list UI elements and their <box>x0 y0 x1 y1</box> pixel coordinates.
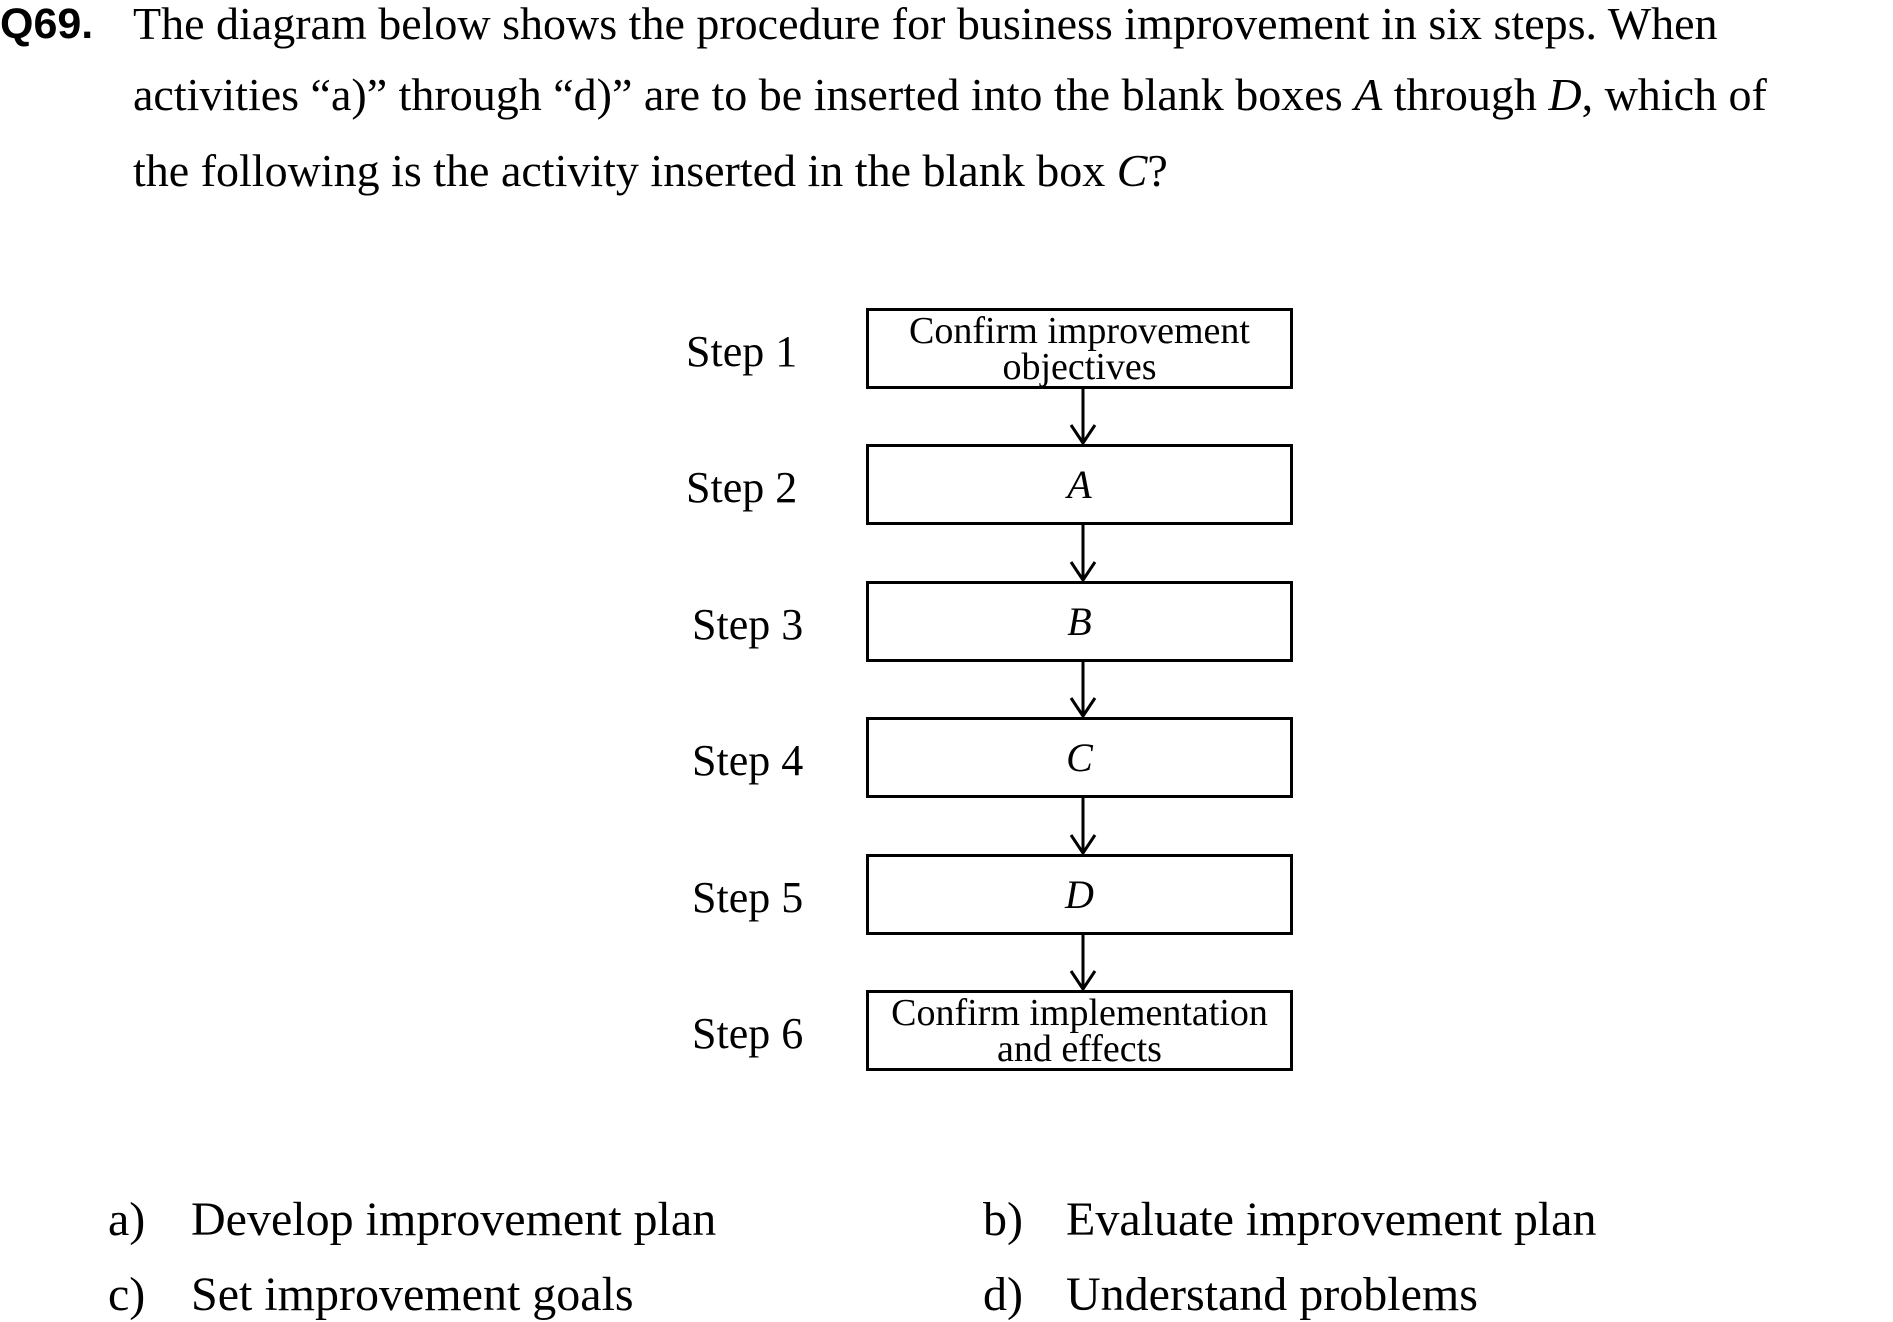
step-label-3: Step 3 <box>692 600 804 649</box>
step-label-4: Step 4 <box>692 736 804 785</box>
variable-c: C <box>1116 145 1148 196</box>
question-text-line-1: The diagram below shows the procedure fo… <box>133 0 1718 50</box>
step-6-box: Confirm implementation and effects <box>866 990 1293 1071</box>
variable-d: D <box>1548 69 1582 120</box>
question-text: the following is the activity inserted i… <box>133 145 1117 196</box>
question-text: , which of <box>1581 69 1767 120</box>
choice-d-letter: d) <box>983 1268 1023 1321</box>
step-label-5: Step 5 <box>692 873 804 922</box>
blank-box-d: D <box>866 854 1293 935</box>
choice-b-text: Evaluate improvement plan <box>1066 1193 1597 1246</box>
blank-box-b: B <box>866 581 1293 662</box>
step-6-box-text: and effects <box>997 1027 1162 1070</box>
blank-box-a: A <box>866 444 1293 525</box>
arrow-down-icon <box>1069 935 1097 992</box>
choice-d-text: Understand problems <box>1066 1268 1478 1321</box>
blank-box-b-label: B <box>1067 598 1092 644</box>
question-text: activities “a)” through “d)” are to be i… <box>133 69 1355 120</box>
question-text: ? <box>1147 145 1168 196</box>
choice-a-letter: a) <box>108 1193 146 1246</box>
step-label-6: Step 6 <box>692 1009 804 1058</box>
choice-a-text: Develop improvement plan <box>191 1193 717 1246</box>
question-text: through <box>1382 69 1549 120</box>
blank-box-a-label: A <box>1067 461 1092 507</box>
step-label-2: Step 2 <box>686 463 798 512</box>
blank-box-c: C <box>866 717 1293 798</box>
arrow-down-icon <box>1069 662 1097 719</box>
blank-box-d-label: D <box>1065 871 1094 917</box>
variable-a: A <box>1354 69 1383 120</box>
question-text-line-2: activities “a)” through “d)” are to be i… <box>133 69 1767 121</box>
step-1-box-text: Confirm improvement <box>909 309 1250 352</box>
step-label-1: Step 1 <box>686 327 798 376</box>
step-1-box-text: objectives <box>1002 345 1157 388</box>
choice-c-letter: c) <box>108 1268 146 1321</box>
blank-box-c-label: C <box>1066 734 1093 780</box>
arrow-down-icon <box>1069 389 1097 446</box>
question-number: Q69. <box>0 0 94 48</box>
step-6-box-text: Confirm implementation <box>891 991 1268 1034</box>
step-1-box: Confirm improvement objectives <box>866 308 1293 389</box>
choice-c-text: Set improvement goals <box>191 1268 634 1321</box>
question-text-line-3: the following is the activity inserted i… <box>133 145 1168 197</box>
arrow-down-icon <box>1069 798 1097 856</box>
choice-b-letter: b) <box>983 1193 1023 1246</box>
arrow-down-icon <box>1069 525 1097 583</box>
question-text: The diagram below shows the procedure fo… <box>133 0 1718 49</box>
